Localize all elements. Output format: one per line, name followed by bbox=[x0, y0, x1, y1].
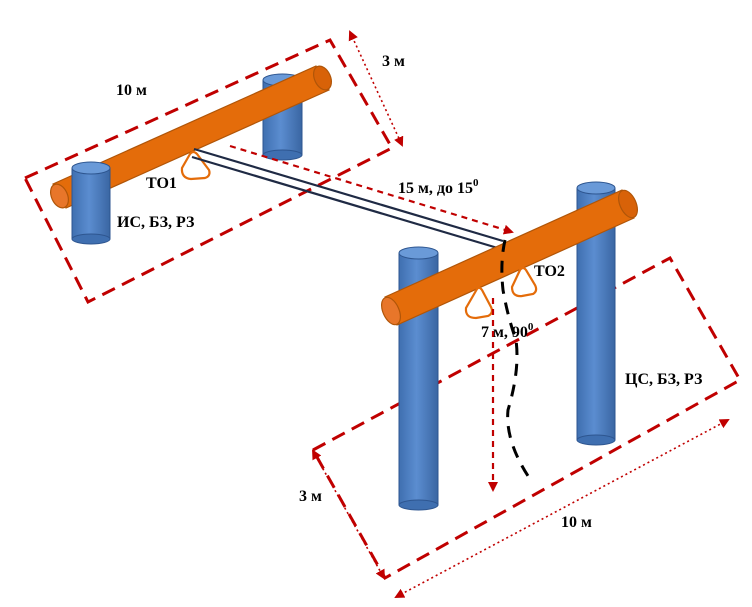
anchor-to1-label: ТО1 bbox=[146, 175, 177, 192]
start-zone-border bbox=[22, 38, 395, 305]
anchor-to2-label: ТО2 bbox=[534, 263, 565, 280]
finish-width-label: 3 м bbox=[299, 488, 322, 505]
finish-length-label: 10 м bbox=[561, 514, 592, 531]
descent-label: 7 м, 900 bbox=[481, 321, 534, 341]
start-width-dimension bbox=[348, 30, 404, 147]
start-length-label: 10 м bbox=[116, 82, 147, 99]
descent-angle-sup: 0 bbox=[528, 321, 534, 333]
finish-zone-border bbox=[310, 255, 743, 581]
descent-length-text: 7 м, 90 bbox=[481, 324, 528, 341]
traverse-angle-sup: 0 bbox=[473, 177, 479, 189]
traverse-label: 15 м, до 150 bbox=[398, 177, 479, 197]
carabiner-to2-right-icon bbox=[510, 266, 538, 298]
carabiner-to2-left-icon bbox=[464, 286, 494, 320]
start-post-front bbox=[71, 161, 111, 245]
traverse-rope bbox=[191, 147, 504, 251]
start-zone-label: ИС, БЗ, РЗ bbox=[117, 214, 195, 231]
traverse-arrow bbox=[229, 144, 514, 235]
finish-length-dimension bbox=[394, 419, 730, 598]
carabiner-to1-icon bbox=[180, 150, 211, 181]
finish-beam bbox=[381, 189, 638, 326]
finish-width-dimension bbox=[312, 449, 385, 580]
start-beam bbox=[49, 65, 333, 209]
finish-zone-label: ЦС, БЗ, РЗ bbox=[625, 371, 703, 388]
start-width-label: 3 м bbox=[382, 53, 405, 70]
traverse-length-text: 15 м, до 15 bbox=[398, 180, 473, 197]
